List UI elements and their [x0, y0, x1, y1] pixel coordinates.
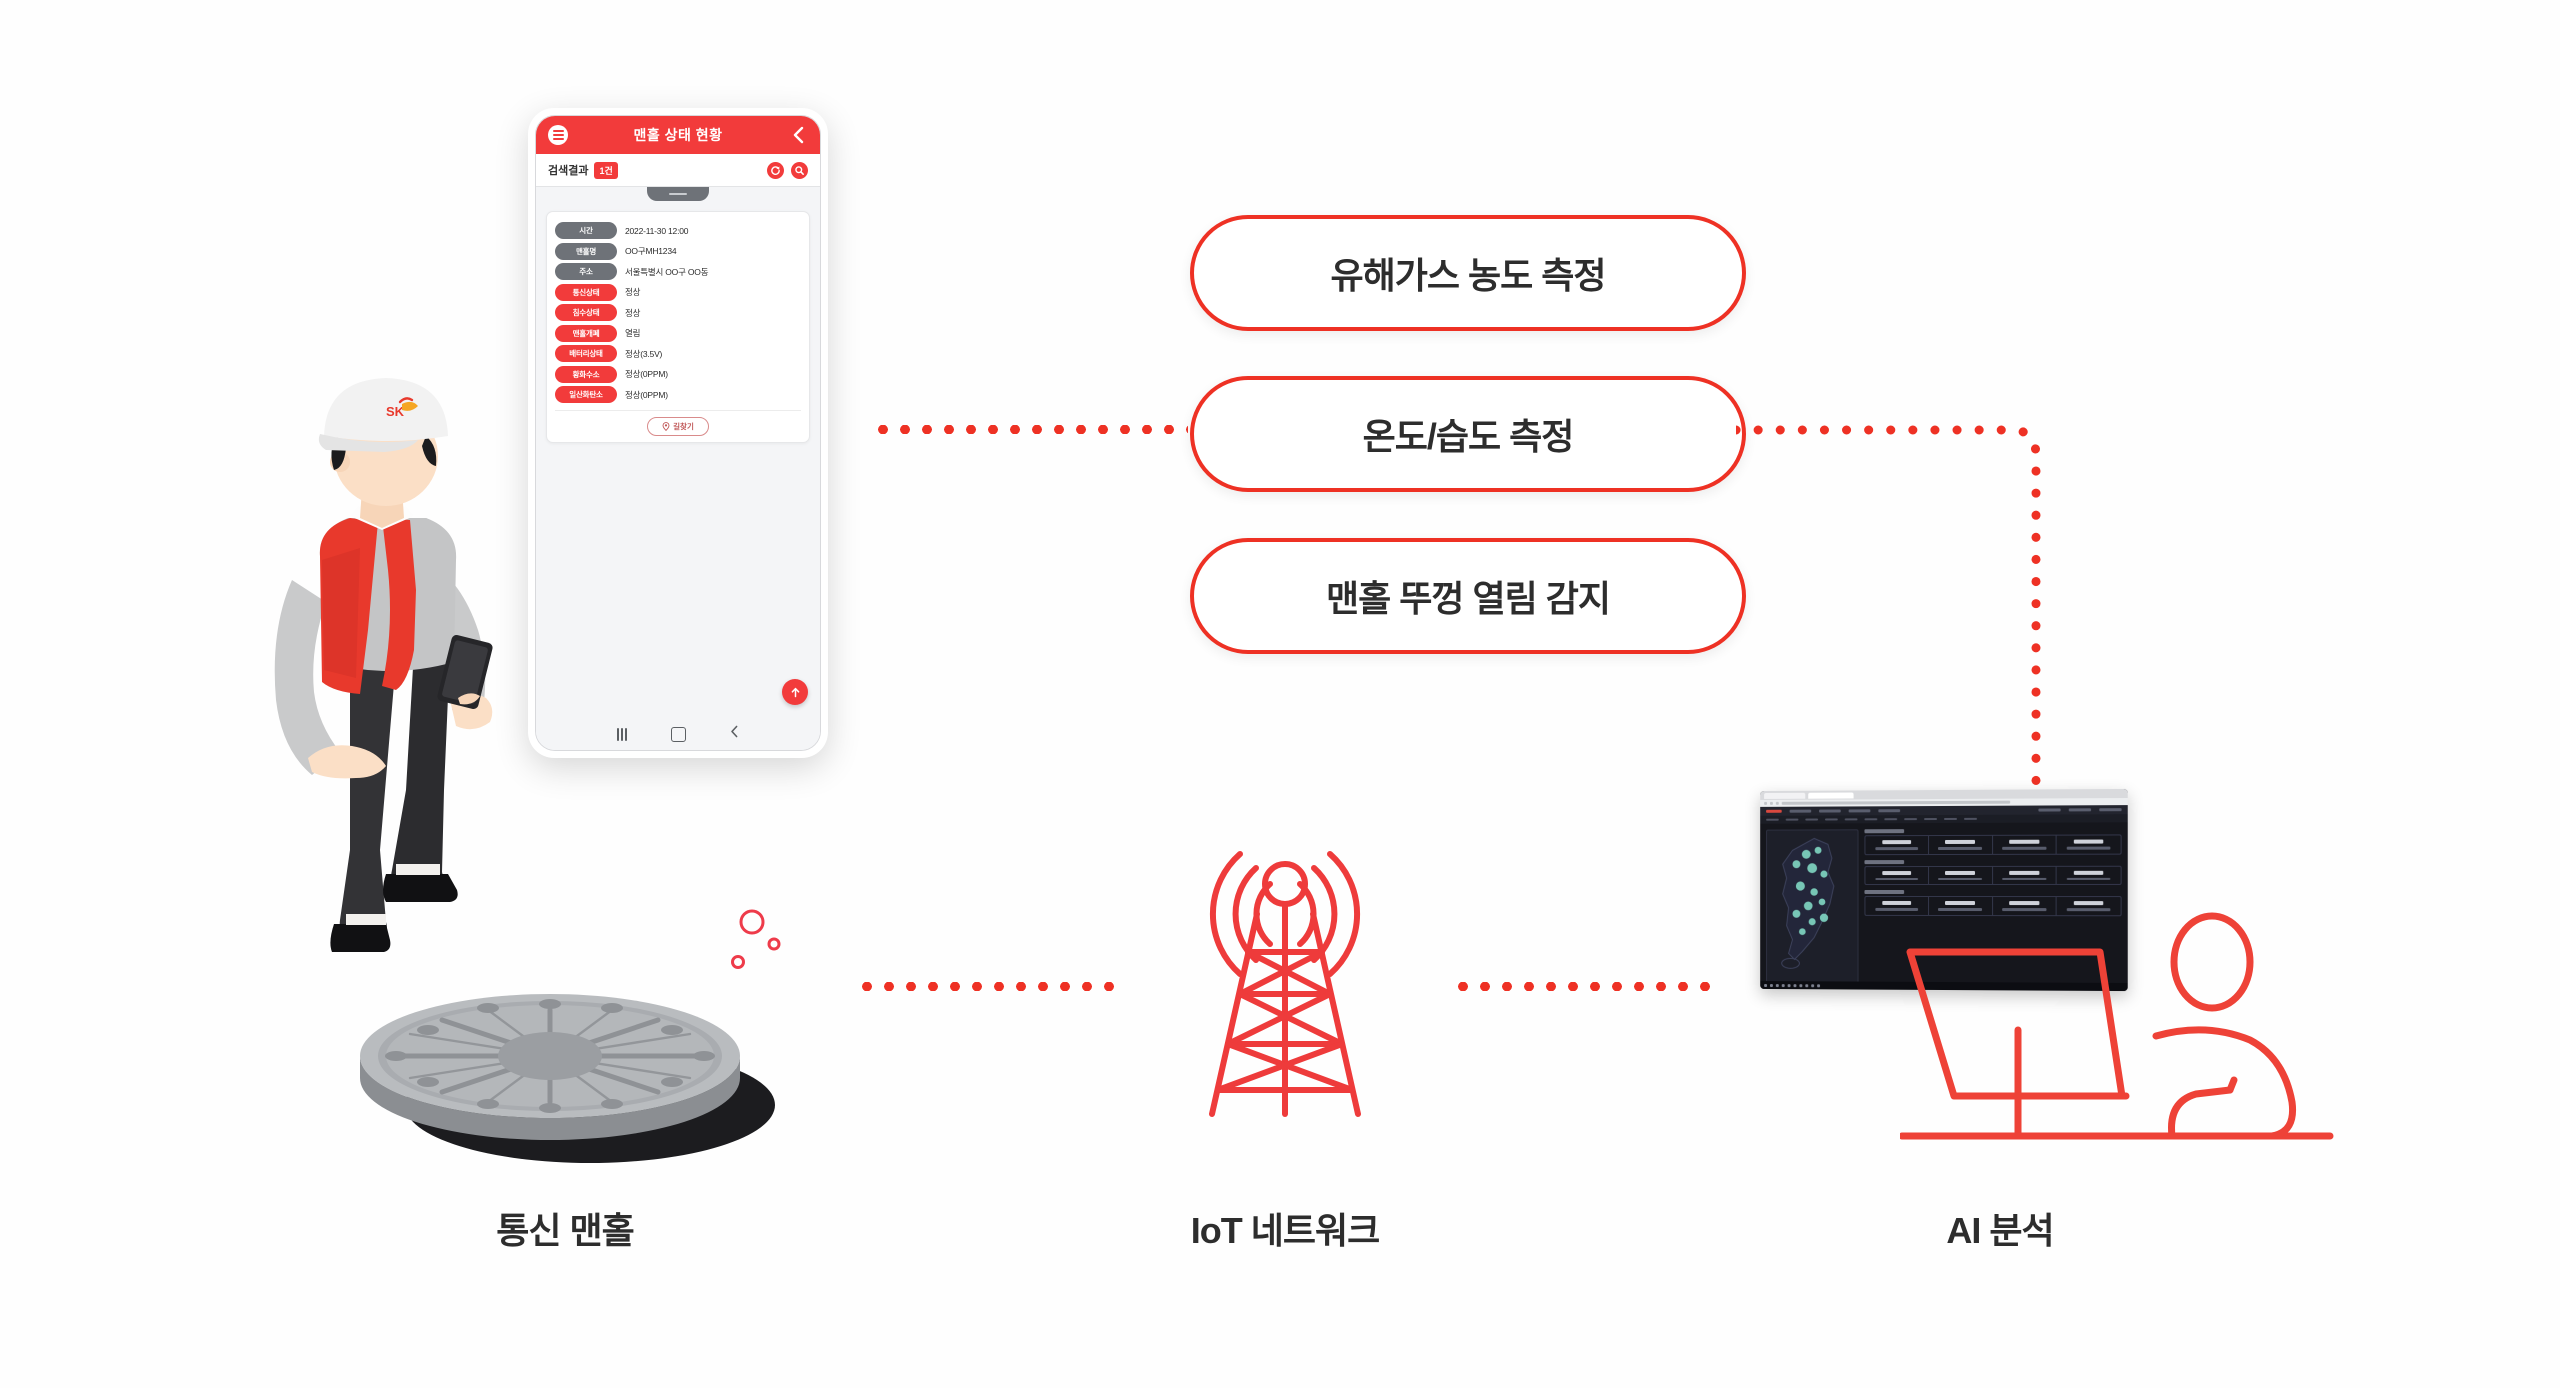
status-row: 일산화탄소 정상(0PPM)	[555, 386, 801, 403]
table-title	[1864, 859, 1905, 864]
card-divider	[555, 410, 801, 411]
stat-table	[1864, 834, 2122, 855]
browser-tab-active[interactable]	[1808, 792, 1854, 799]
android-nav-bar	[536, 717, 820, 750]
back-icon[interactable]	[730, 725, 739, 743]
manhole-cover-illustration	[340, 900, 790, 1170]
status-row-value: 정상(0PPM)	[625, 369, 668, 379]
status-row-label: 배터리상태	[555, 345, 617, 362]
result-count-badge: 1건	[594, 161, 618, 179]
stat-table	[1864, 865, 2122, 886]
app-header: 맨홀 상태 현황	[536, 116, 820, 154]
search-result-bar: 검색결과 1건	[536, 154, 820, 187]
status-row-label: 시간	[555, 222, 617, 239]
status-row: 시간 2022-11-30 12:00	[555, 222, 801, 239]
status-row-label: 침수상태	[555, 304, 617, 321]
caption-ai: AI 분석	[1946, 1210, 2054, 1251]
status-row: 맨홀개폐 열림	[555, 324, 801, 342]
gas-bubbles-icon	[731, 909, 781, 969]
sheet-drag-handle[interactable]	[647, 187, 709, 201]
scroll-to-top-button[interactable]	[782, 679, 808, 705]
status-row: 침수상태 정상	[555, 304, 801, 321]
status-row-value: OO구MH1234	[625, 246, 677, 256]
korea-map-panel	[1766, 829, 1859, 989]
recents-icon[interactable]	[616, 727, 628, 741]
status-row-value: 정상(3.5V)	[625, 348, 663, 359]
dashboard-content	[1760, 822, 2128, 991]
status-row: 배터리상태 정상(3.5V)	[555, 345, 801, 362]
status-row-label: 일산화탄소	[555, 386, 617, 403]
status-row: 맨홀명 OO구MH1234	[555, 242, 801, 260]
phone-screen: 맨홀 상태 현황 검색결과 1건	[535, 115, 821, 751]
search-result-label: 검색결과	[548, 165, 589, 177]
status-row-label: 황화수소	[555, 365, 617, 383]
caption-iot: IoT 네트워크	[1190, 1210, 1380, 1251]
map-pin-icon	[662, 422, 670, 431]
dashboard-screen	[1760, 788, 2128, 992]
app-title: 맨홀 상태 현황	[633, 127, 723, 143]
app-body: 시간 2022-11-30 12:00 맨홀명 OO구MH1234 주소 서울특별시 OO…	[536, 187, 820, 750]
status-row-value: 정상(0PPM)	[625, 389, 668, 400]
find-route-button[interactable]: 길찾기	[647, 417, 709, 436]
manhole-status-card: 시간 2022-11-30 12:00 맨홀명 OO구MH1234 주소 서울특별시 OO…	[546, 211, 810, 443]
ai-dashboard-monitor	[1758, 788, 2128, 992]
table-title	[1864, 829, 1905, 834]
status-row-value: 2022-11-30 12:00	[625, 225, 689, 236]
status-row-label: 맨홀개폐	[555, 324, 617, 342]
dashboard-table-group	[1864, 828, 2122, 855]
table-title	[1864, 890, 1905, 894]
caption-manhole: 통신 맨홀	[496, 1210, 634, 1251]
field-worker-illustration: SK	[200, 230, 580, 970]
status-row-label: 주소	[555, 263, 617, 280]
search-icon[interactable]	[791, 161, 808, 179]
find-route-label: 길찾기	[673, 422, 694, 431]
chevron-left-icon[interactable]	[788, 126, 808, 144]
connector-phone-to-features	[872, 425, 1188, 434]
route-button-wrap: 길찾기	[555, 417, 801, 436]
status-row-value: 서울특별시 OO구 OO동	[625, 266, 709, 277]
status-row-list: 시간 2022-11-30 12:00 맨홀명 OO구MH1234 주소 서울특별시 OO…	[555, 222, 801, 403]
dashboard-table-group	[1864, 859, 2122, 886]
svg-text:SK: SK	[386, 404, 405, 419]
status-row-label: 맨홀명	[555, 242, 617, 260]
analyst-at-desk-illustration	[1898, 890, 2370, 1180]
feature-pill-temperature: 온도/습도 측정	[1190, 376, 1746, 492]
status-row-value: 정상	[625, 287, 641, 297]
status-row-value: 정상	[625, 307, 641, 318]
connector-manhole-to-tower	[856, 982, 1126, 991]
status-row-label: 통신상태	[555, 283, 617, 301]
mobile-app-mockup: 맨홀 상태 현황 검색결과 1건	[528, 108, 828, 758]
status-row: 통신상태 정상	[555, 283, 801, 301]
status-row-value: 열림	[625, 328, 641, 338]
subbar-actions	[767, 161, 808, 179]
connector-tower-to-ai	[1452, 982, 1714, 991]
connector-features-to-ai	[1731, 404, 2066, 824]
status-row: 황화수소 정상(0PPM)	[555, 365, 801, 383]
browser-tab[interactable]	[1764, 792, 1806, 799]
feature-pill-lid: 맨홀 뚜껑 열림 감지	[1190, 538, 1746, 654]
status-row: 주소 서울특별시 OO구 OO동	[555, 263, 801, 280]
feature-pill-gas: 유해가스 농도 측정	[1190, 215, 1746, 331]
iot-antenna-tower-icon	[1160, 822, 1410, 1142]
sk-logo-icon: SK	[386, 397, 418, 419]
refresh-icon[interactable]	[767, 161, 784, 179]
hamburger-icon[interactable]	[548, 125, 568, 145]
home-icon[interactable]	[671, 726, 687, 742]
